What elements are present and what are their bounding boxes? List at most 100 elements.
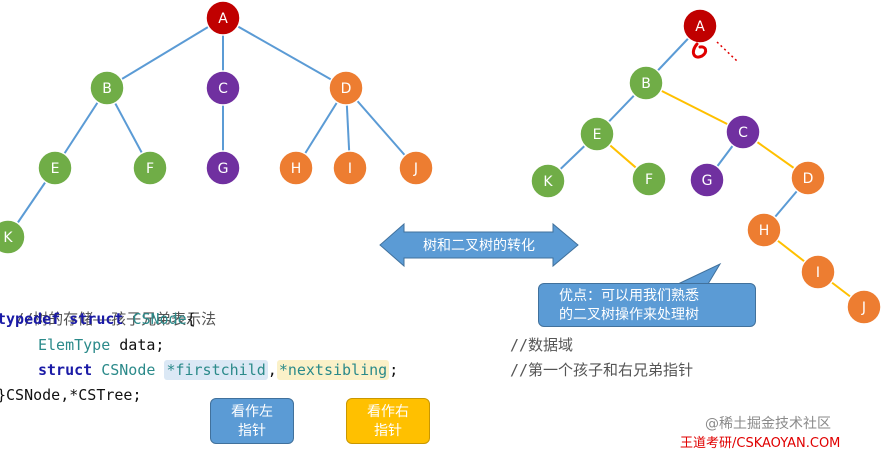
right-node-D: D bbox=[790, 160, 826, 196]
right-node-F: F bbox=[631, 161, 667, 197]
right-node-H: H bbox=[746, 212, 782, 248]
code-nextsibling: *nextsibling bbox=[276, 360, 390, 380]
advantage-line1: 优点：可以用我们熟悉 bbox=[559, 288, 699, 304]
callout-first-child: 看作左 指针 bbox=[210, 398, 294, 444]
right-node-B-label: B bbox=[641, 76, 651, 92]
right-node-F-circle bbox=[631, 161, 667, 197]
right-node-I: I bbox=[800, 254, 836, 290]
left-edge-A-D bbox=[222, 17, 347, 89]
right-node-G-circle bbox=[689, 162, 725, 198]
left-node-I-circle bbox=[332, 150, 368, 186]
left-node-D: D bbox=[328, 70, 364, 106]
left-node-J-label: J bbox=[413, 161, 418, 177]
right-node-G: G bbox=[689, 162, 725, 198]
left-node-H-circle bbox=[278, 150, 314, 186]
left-node-C-label: C bbox=[218, 81, 228, 97]
right-node-J: J bbox=[846, 289, 882, 325]
nodes-layer: A B C D E F G H I J K A B E C K F G D H I J bbox=[0, 0, 882, 325]
right-node-I-label: I bbox=[816, 265, 820, 281]
right-node-B-circle bbox=[628, 65, 664, 101]
left-node-E-circle bbox=[37, 150, 73, 186]
callout-first-child-line2: 指针 bbox=[238, 423, 266, 439]
left-node-B: B bbox=[89, 70, 125, 106]
watermark-wangdao: 王道考研/CSKAOYAN.COM bbox=[680, 436, 841, 451]
code-semicolon: ; bbox=[389, 361, 399, 379]
code-close: }CSNode,*CSTree; bbox=[0, 386, 142, 404]
right-node-E-circle bbox=[579, 116, 615, 152]
left-node-G-circle bbox=[205, 150, 241, 186]
right-node-J-label: J bbox=[861, 300, 866, 316]
left-node-H: H bbox=[278, 150, 314, 186]
code-struct-keyword-2: struct bbox=[38, 361, 93, 379]
left-node-I-label: I bbox=[348, 161, 352, 177]
code-data-line: ElemType data; bbox=[38, 333, 164, 357]
code-comment-line: //树的存储——孩子兄弟表示法 bbox=[0, 283, 216, 331]
code-typedef-keyword: typedef bbox=[0, 310, 61, 328]
right-node-C: C bbox=[725, 114, 761, 150]
left-node-F-label: F bbox=[146, 161, 154, 177]
left-node-A-circle bbox=[205, 0, 241, 36]
code-typedef-line: typedef struct CSNode{ bbox=[0, 307, 196, 331]
code-comment: //树的存储——孩子兄弟表示法 bbox=[15, 310, 217, 328]
advantage-callout-tail bbox=[677, 262, 722, 285]
code-type-name: CSNode bbox=[132, 310, 187, 328]
code-close-line: }CSNode,*CSTree; bbox=[0, 383, 142, 407]
left-node-I: I bbox=[332, 150, 368, 186]
code-struct-keyword: struct bbox=[69, 310, 124, 328]
left-node-C-circle bbox=[205, 70, 241, 106]
right-node-C-label: C bbox=[738, 125, 748, 141]
right-node-E-label: E bbox=[593, 127, 602, 143]
left-node-A: A bbox=[205, 0, 241, 36]
left-node-E-label: E bbox=[51, 161, 60, 177]
code-data-comment-line: //数据域 bbox=[510, 333, 573, 357]
code-ptr-comment: //第一个孩子和右兄弟指针 bbox=[510, 361, 694, 379]
right-node-A-circle bbox=[682, 8, 718, 44]
code-pointer-line: struct CSNode *firstchild,*nextsibling; bbox=[38, 358, 398, 382]
right-node-H-circle bbox=[746, 212, 782, 248]
right-node-A: A bbox=[682, 8, 718, 44]
right-node-G-label: G bbox=[702, 173, 713, 189]
left-node-G: G bbox=[205, 150, 241, 186]
left-node-K-label: K bbox=[3, 230, 13, 246]
right-node-H-label: H bbox=[759, 223, 770, 239]
left-node-B-circle bbox=[89, 70, 125, 106]
right-node-E: E bbox=[579, 116, 615, 152]
left-node-E: E bbox=[37, 150, 73, 186]
left-node-K-circle bbox=[0, 219, 26, 255]
left-node-D-circle bbox=[328, 70, 364, 106]
annotation-dotted-arrow bbox=[716, 41, 738, 62]
callout-next-sibling-line2: 指针 bbox=[374, 423, 402, 439]
callout-next-sibling: 看作右 指针 bbox=[346, 398, 430, 444]
right-sibling-edge-B-C bbox=[645, 82, 744, 133]
code-firstchild: *firstchild bbox=[164, 360, 268, 380]
code-type-name-2: CSNode bbox=[101, 361, 156, 379]
right-node-C-circle bbox=[725, 114, 761, 150]
left-node-K: K bbox=[0, 219, 26, 255]
advantage-line2: 的二叉树操作来处理树 bbox=[559, 307, 699, 323]
left-node-F-circle bbox=[132, 150, 168, 186]
conversion-arrow-label: 树和二叉树的转化 bbox=[423, 238, 535, 254]
advantage-callout: 优点：可以用我们熟悉 的二叉树操作来处理树 bbox=[538, 283, 756, 327]
annotation-scribble bbox=[691, 42, 708, 59]
left-edge-A-B bbox=[106, 17, 224, 89]
left-node-A-label: A bbox=[218, 11, 228, 27]
conversion-double-arrow bbox=[379, 222, 579, 268]
callout-next-sibling-line1: 看作右 bbox=[367, 404, 409, 420]
right-node-D-label: D bbox=[803, 171, 814, 187]
code-comma: , bbox=[267, 361, 277, 379]
right-node-K: K bbox=[530, 163, 566, 199]
left-node-B-label: B bbox=[102, 81, 112, 97]
left-node-J-circle bbox=[398, 150, 434, 186]
right-node-D-circle bbox=[790, 160, 826, 196]
code-data-field: data; bbox=[110, 336, 165, 354]
right-node-A-label: A bbox=[695, 19, 705, 35]
right-node-F-label: F bbox=[645, 172, 653, 188]
right-node-K-label: K bbox=[543, 174, 553, 190]
right-node-B: B bbox=[628, 65, 664, 101]
left-node-J: J bbox=[398, 150, 434, 186]
left-node-G-label: G bbox=[218, 161, 229, 177]
left-node-H-label: H bbox=[291, 161, 302, 177]
right-node-K-circle bbox=[530, 163, 566, 199]
watermark-juejin: @稀土掘金技术社区 bbox=[705, 416, 831, 432]
